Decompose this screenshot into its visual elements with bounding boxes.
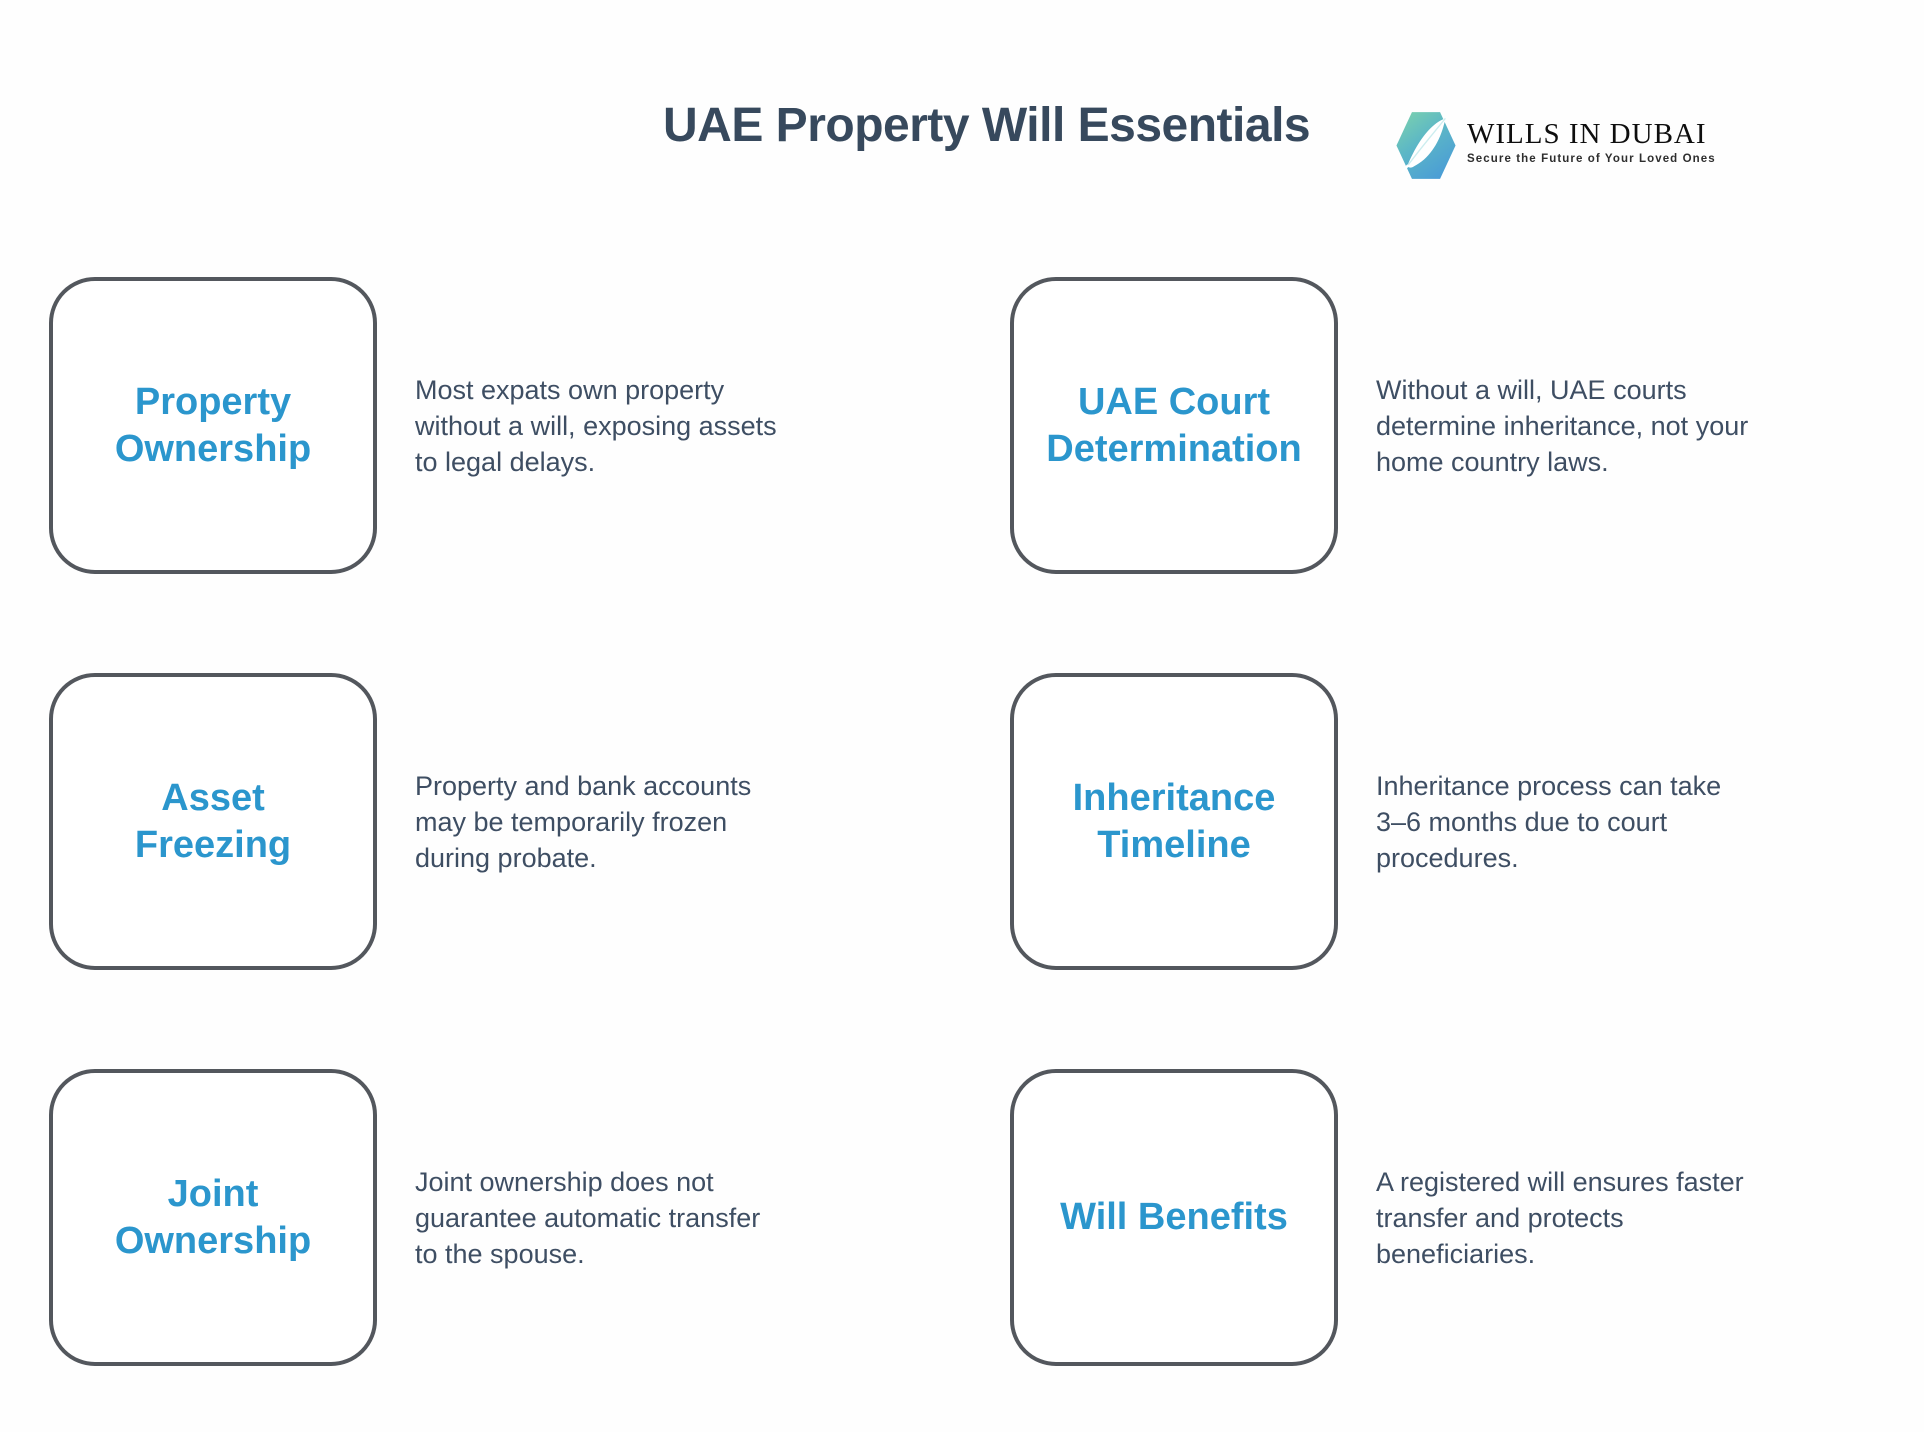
card-title: Joint Ownership <box>114 1172 312 1262</box>
info-item-property-ownership: Property Ownership Most expats own prope… <box>49 277 915 574</box>
card-title: UAE Court Determination <box>1046 380 1302 470</box>
card-property-ownership: Property Ownership <box>49 277 377 574</box>
info-item-asset-freezing: Asset Freezing Property and bank account… <box>49 673 915 970</box>
card-description: Joint ownership does not guarantee autom… <box>415 1166 761 1269</box>
info-item-joint-ownership: Joint Ownership Joint ownership does not… <box>49 1069 915 1366</box>
info-item-uae-court-determination: UAE Court Determination Without a will, … <box>1010 277 1876 574</box>
card-description: Property and bank accounts may be tempor… <box>415 770 752 873</box>
brand-logo: WILLS IN DUBAI Secure the Future of Your… <box>1395 110 1716 181</box>
card-inheritance-timeline: Inheritance Timeline <box>1010 673 1338 970</box>
card-title: Property Ownership <box>114 380 312 470</box>
feather-hexagon-icon <box>1396 112 1456 179</box>
card-title: Asset Freezing <box>134 776 292 866</box>
brand-name: WILLS IN DUBAI <box>1467 118 1707 150</box>
card-description: Inheritance process can take 3–6 months … <box>1376 770 1722 873</box>
info-item-will-benefits: Will Benefits A registered will ensures … <box>1010 1069 1876 1366</box>
brand-text-block: WILLS IN DUBAI Secure the Future of Your… <box>1467 110 1716 165</box>
card-description: A registered will ensures faster transfe… <box>1376 1166 1744 1269</box>
card-description: Most expats own property without a will,… <box>415 374 777 477</box>
card-will-benefits: Will Benefits <box>1010 1069 1338 1366</box>
card-asset-freezing: Asset Freezing <box>49 673 377 970</box>
brand-tagline: Secure the Future of Your Loved Ones <box>1467 153 1716 165</box>
page-title: UAE Property Will Essentials <box>663 99 1311 152</box>
card-title: Will Benefits <box>1060 1196 1288 1238</box>
card-joint-ownership: Joint Ownership <box>49 1069 377 1366</box>
card-title: Inheritance Timeline <box>1072 776 1276 866</box>
info-item-inheritance-timeline: Inheritance Timeline Inheritance process… <box>1010 673 1876 970</box>
card-description: Without a will, UAE courts determine inh… <box>1376 374 1749 477</box>
card-uae-court-determination: UAE Court Determination <box>1010 277 1338 574</box>
